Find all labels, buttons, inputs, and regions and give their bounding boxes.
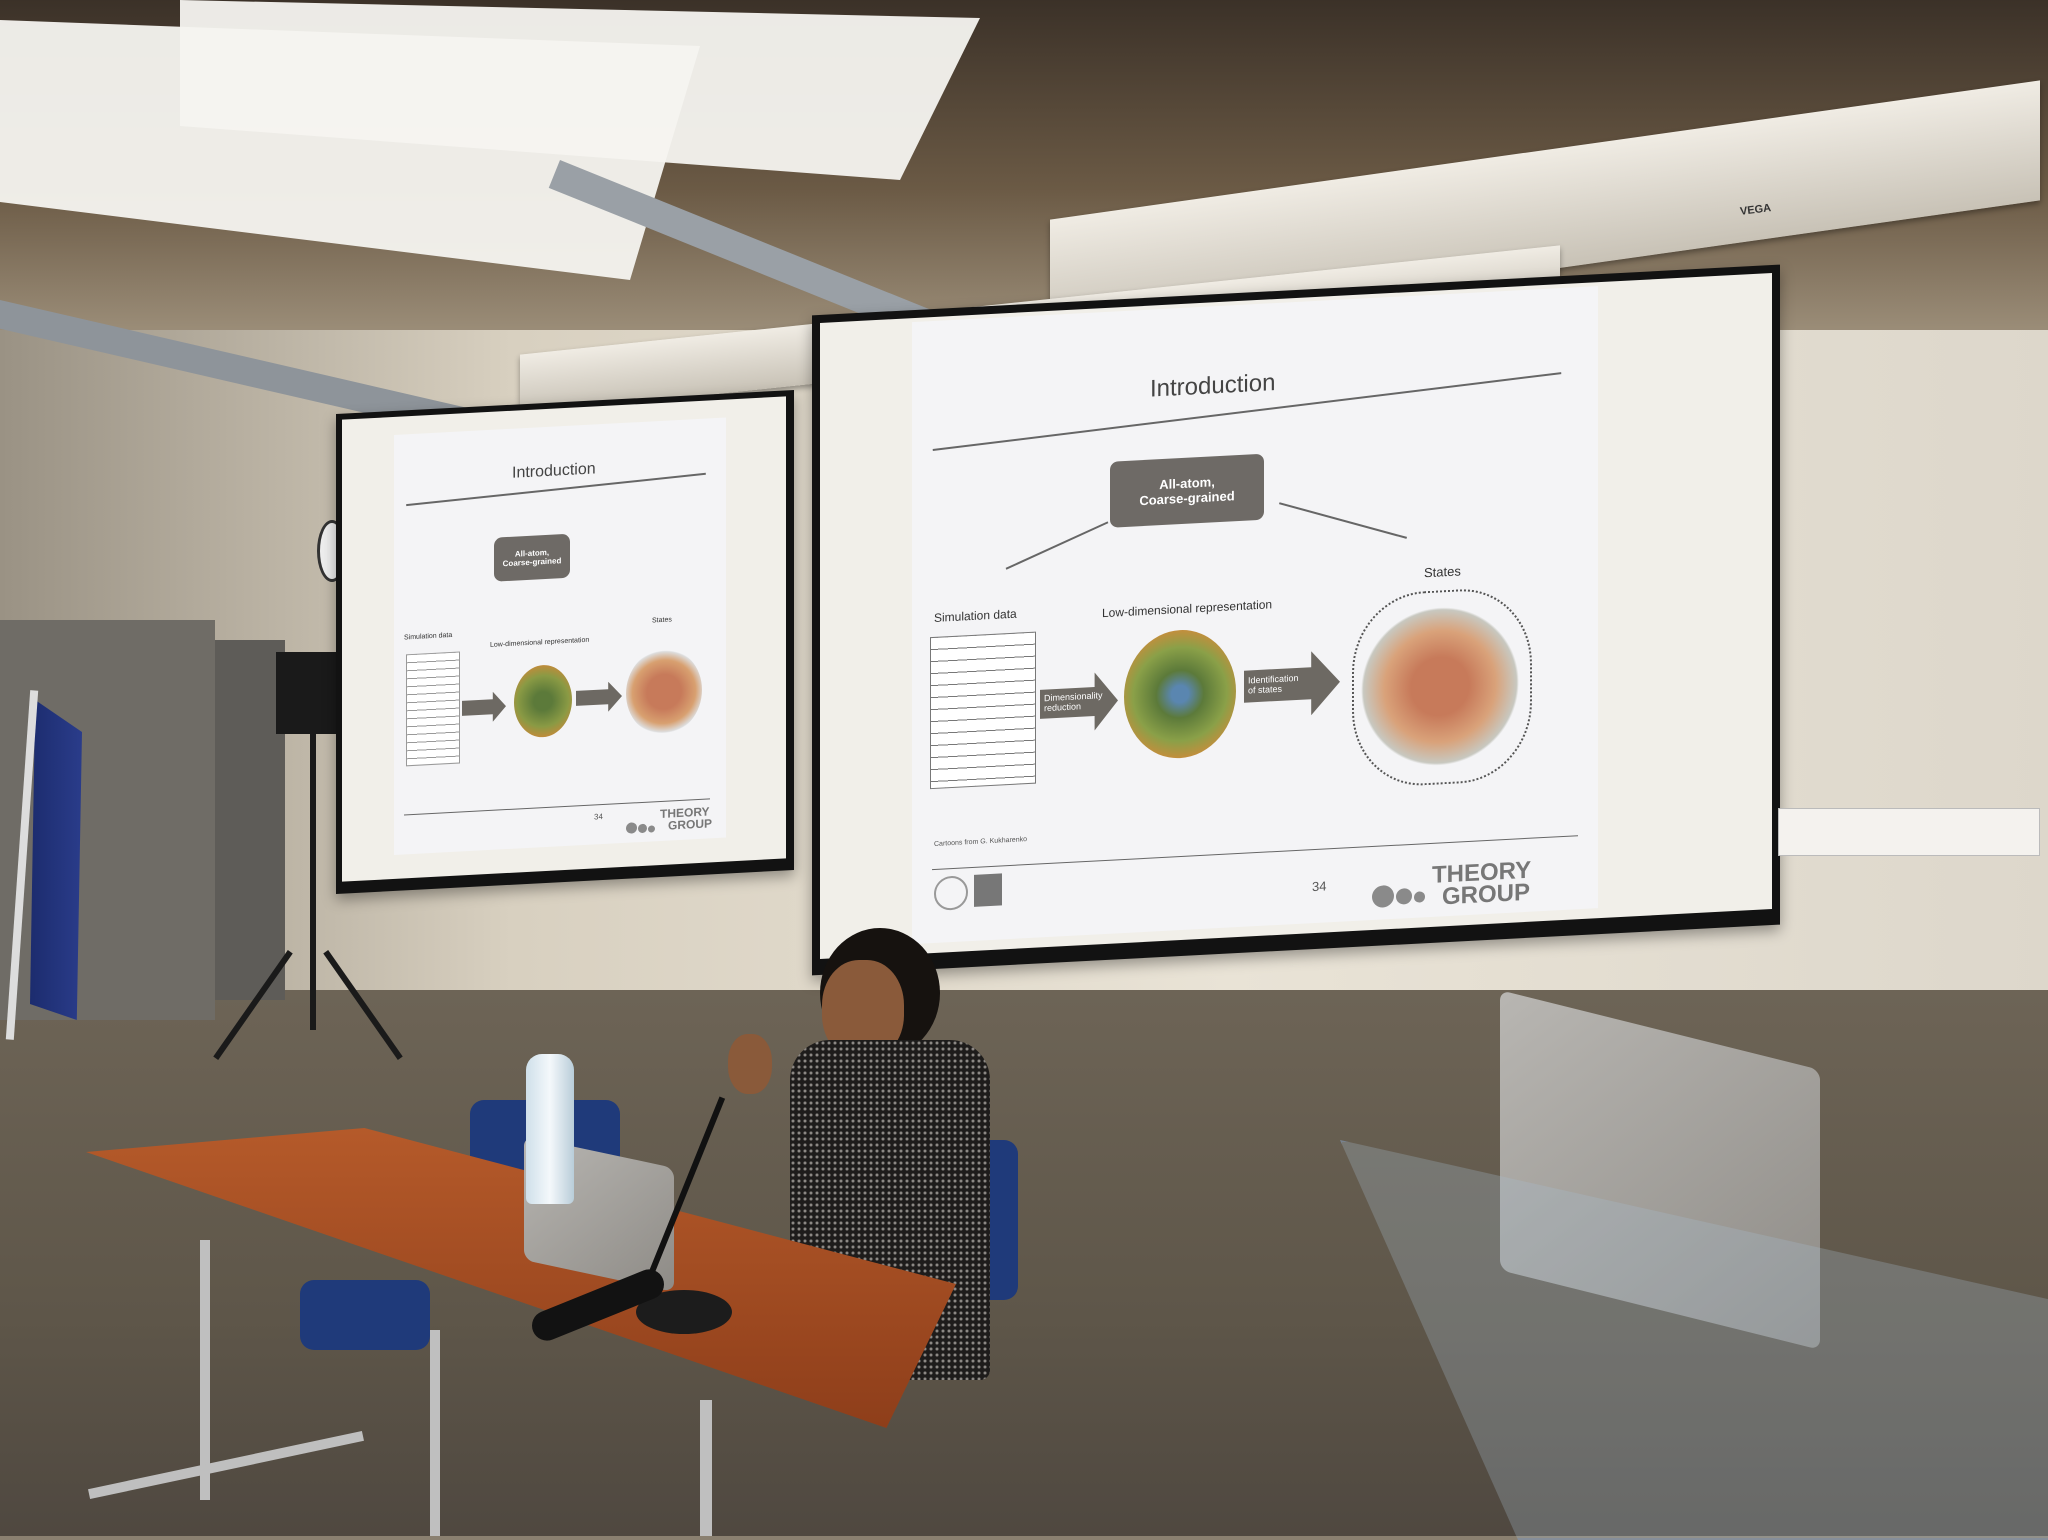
brand-line2: GROUP <box>668 816 713 833</box>
simulation-data-label: Simulation data <box>934 606 1017 625</box>
slide-title: Introduction <box>512 460 596 482</box>
dimensionality-arrow <box>462 691 506 723</box>
states-blob <box>626 646 702 737</box>
brand-dot <box>626 822 637 834</box>
image-credit: Cartoons from G. Kukharenko <box>934 836 1027 848</box>
tripod-stand <box>310 730 316 1030</box>
brand-dot <box>638 823 647 834</box>
brand-dot <box>1414 891 1425 903</box>
states-label: States <box>652 616 672 625</box>
slide-title: Introduction <box>1150 369 1276 403</box>
loudspeaker <box>276 652 338 734</box>
water-bottle <box>526 1054 574 1204</box>
wall-sockets <box>1778 808 2040 856</box>
low-dim-blob <box>514 663 572 739</box>
table-leg <box>700 1400 712 1536</box>
all-atom-box: All-atom, Coarse-grained <box>494 533 570 582</box>
page-number: 34 <box>1312 878 1327 895</box>
identification-arrow: Identification of states <box>1244 650 1340 719</box>
low-dim-label: Low-dimensional representation <box>490 636 590 649</box>
simulation-data-label: Simulation data <box>404 631 453 642</box>
left-screen-surface: Introduction All-atom, Coarse-grained Si… <box>342 396 786 882</box>
simulation-data-grid <box>406 651 460 767</box>
brand-dot <box>1396 887 1412 905</box>
speaker-hand <box>728 1034 772 1094</box>
simulation-data-grid <box>930 631 1036 790</box>
states-label: States <box>1424 563 1461 581</box>
box-line2: Coarse-grained <box>1139 488 1235 509</box>
low-dim-blob <box>1124 627 1236 762</box>
table-leg <box>200 1240 210 1500</box>
page-number: 34 <box>594 812 603 822</box>
brand-dot <box>1372 884 1394 909</box>
institute-logo-icon <box>974 873 1002 907</box>
box-line2: Coarse-grained <box>502 556 562 569</box>
right-projection-screen: Introduction All-atom, Coarse-grained Si… <box>812 264 1780 976</box>
arrow2-line2: of states <box>1248 683 1283 696</box>
table-leg <box>430 1330 440 1536</box>
flag <box>30 700 82 1020</box>
state-cartoons <box>1352 585 1532 790</box>
all-atom-box: All-atom, Coarse-grained <box>1110 453 1264 528</box>
connector-arrow <box>1005 521 1109 570</box>
left-slide: Introduction All-atom, Coarse-grained Si… <box>394 417 726 855</box>
right-slide: Introduction All-atom, Coarse-grained Si… <box>912 286 1598 945</box>
low-dim-label: Low-dimensional representation <box>1102 597 1273 621</box>
brand-line2: GROUP <box>1442 878 1531 911</box>
brand-dot <box>648 825 655 833</box>
left-projection-screen: Introduction All-atom, Coarse-grained Si… <box>336 389 794 895</box>
university-seal-icon <box>934 875 968 911</box>
dimensionality-arrow: Dimensionality reduction <box>1040 671 1118 733</box>
door <box>215 640 285 1000</box>
right-screen-surface: Introduction All-atom, Coarse-grained Si… <box>820 273 1772 959</box>
connector-arrow <box>1278 502 1408 539</box>
arrow1-line2: reduction <box>1044 701 1082 714</box>
chair <box>300 1280 430 1350</box>
identification-arrow <box>576 681 622 713</box>
